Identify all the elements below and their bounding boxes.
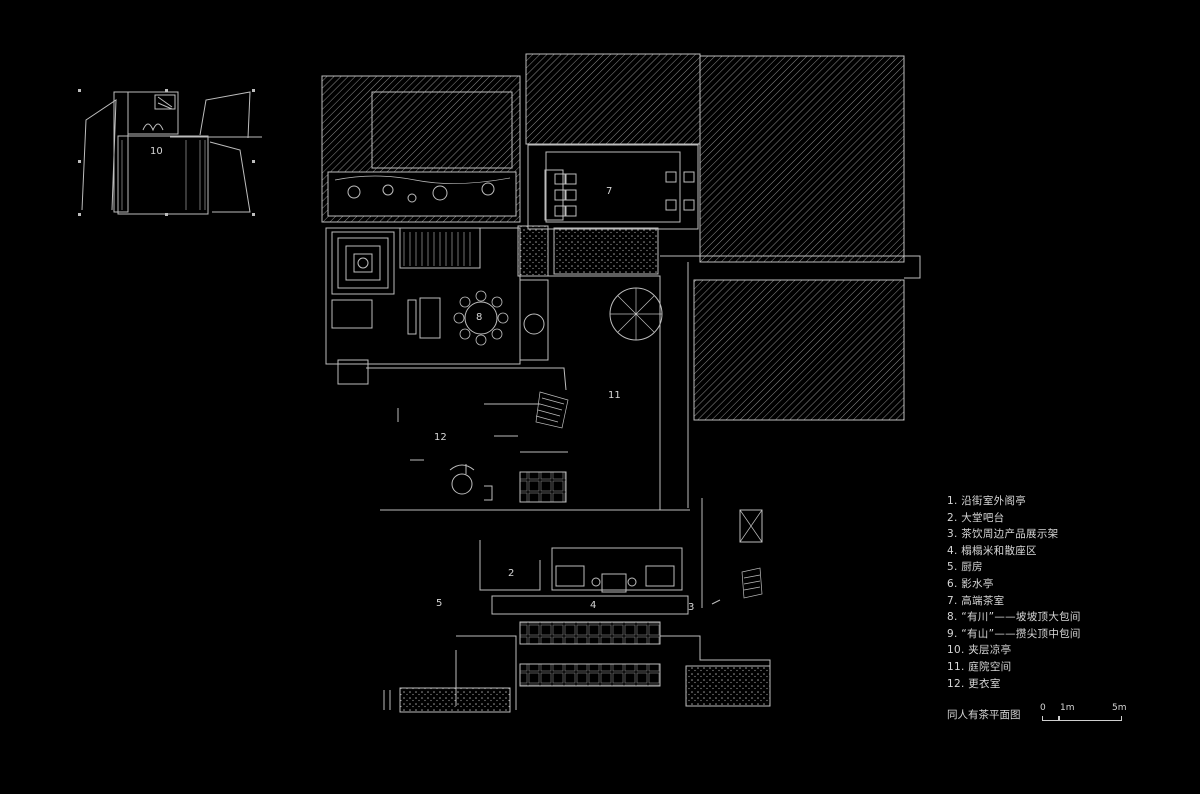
legend-item: 8. “有川”——坡坡顶大包间	[947, 611, 1081, 624]
room-8-private-room	[325, 227, 549, 365]
label-room-5: 5	[436, 598, 442, 609]
legend-item: 7. 高端茶室	[947, 594, 1005, 607]
room-7-tea-room	[527, 56, 701, 262]
legend-item: 6. 影水亭	[947, 577, 994, 590]
legend-item: 1. 沿街室外阁亭	[947, 495, 1027, 507]
legend-item: 5. 厨房	[947, 561, 983, 574]
scale-segment-5m	[1058, 716, 1122, 721]
lower-rooms	[380, 498, 771, 710]
legend-item: 11. 庭院空间	[947, 660, 1012, 673]
courtyard-11	[546, 255, 921, 510]
scale-one-label: 1m	[1060, 703, 1075, 713]
label-room-8: 8	[476, 312, 482, 323]
label-room-4: 4	[590, 600, 596, 611]
inset-mezzanine-plan	[78, 89, 262, 216]
scale-bar: 0 1m 5m	[1040, 703, 1130, 725]
label-room-10: 10	[150, 146, 163, 157]
label-room-7: 7	[606, 186, 612, 197]
legend-item: 9. “有山”——攒尖顶中包间	[947, 627, 1081, 640]
label-room-3: 3	[688, 602, 694, 613]
label-room-2: 2	[508, 568, 514, 579]
scale-zero-label: 0	[1040, 703, 1046, 713]
roof-hatched-areas	[321, 53, 905, 421]
label-room-12: 12	[434, 432, 447, 443]
legend-item: 10. 夹层凉亭	[947, 644, 1012, 657]
label-room-11: 11	[608, 390, 621, 401]
room-12-changing-room	[337, 359, 569, 503]
scale-segment-1m	[1042, 716, 1060, 721]
legend: 1. 沿街室外阁亭 2. 大堂吧台 3. 茶饮周边产品展示架 4. 榻榻米和散座区 5.…	[947, 493, 1187, 692]
legend-item: 12. 更衣室	[947, 677, 1001, 690]
legend-item: 4. 榻榻米和散座区	[947, 544, 1037, 557]
plan-title: 同人有茶平面图	[947, 709, 1021, 721]
legend-item: 3. 茶饮周边产品展示架	[947, 528, 1059, 541]
scale-five-label: 5m	[1112, 703, 1127, 713]
legend-item: 2. 大堂吧台	[947, 511, 1005, 524]
